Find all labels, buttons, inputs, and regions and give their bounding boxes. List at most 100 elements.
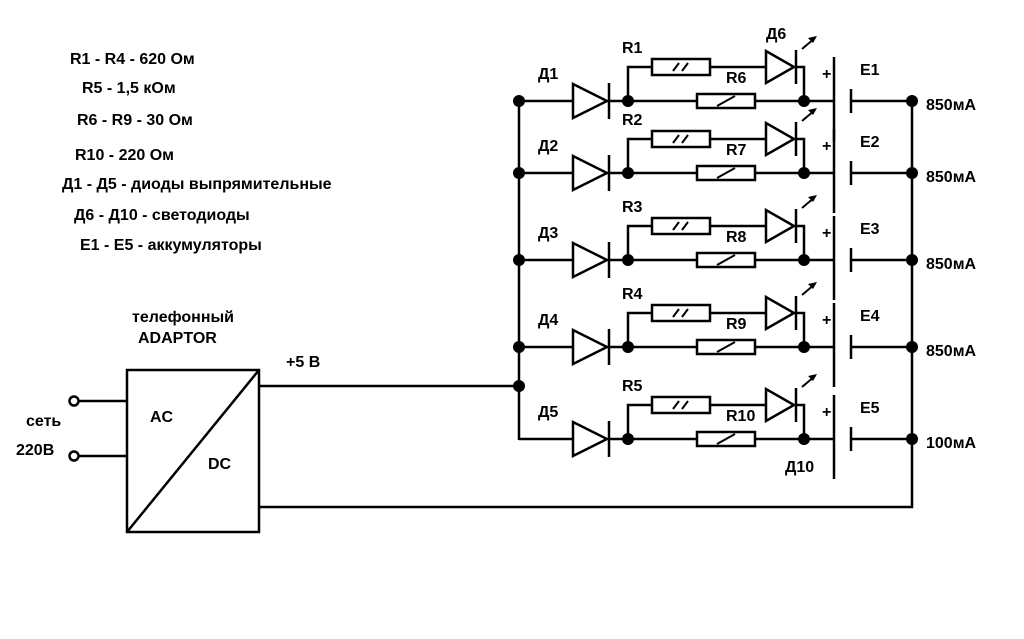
adapter-ac-label: AC	[150, 409, 174, 426]
battery-label: E5	[860, 400, 880, 417]
battery-plus-sign: +	[822, 138, 831, 155]
rectifier-diode	[571, 419, 610, 459]
battery-label: E2	[860, 134, 880, 151]
battery-label: E3	[860, 221, 880, 238]
battery-plus-sign: +	[822, 312, 831, 329]
led-resistor-label: R4	[622, 286, 643, 303]
resistor-mark	[672, 134, 680, 144]
rectifier-diode-label: Д4	[538, 312, 558, 329]
charging-current-label: 850мА	[926, 256, 977, 273]
indicator-led-label: Д6	[766, 26, 786, 43]
resistor-mark	[681, 134, 689, 144]
charging-branch: Д3 R8 R3 + E3 850мА	[513, 195, 977, 300]
led-resistor	[650, 395, 712, 415]
rectifier-diode	[571, 153, 610, 193]
led-light-arrowhead	[808, 108, 817, 115]
battery-plus-sign: +	[822, 225, 831, 242]
rectifier-diode-label: Д3	[538, 225, 558, 242]
legend-line: Д1 - Д5 - диоды выпрямительные	[62, 176, 332, 193]
resistor-mark	[716, 341, 736, 353]
resistor-mark	[681, 221, 689, 231]
resistor-mark	[672, 62, 680, 72]
legend-line: R1 - R4 - 620 Ом	[70, 51, 195, 68]
charging-current-label: 100мА	[926, 435, 977, 452]
adapter-dc-label: DC	[208, 456, 232, 473]
legend-line: R10 - 220 Ом	[75, 147, 174, 164]
resistor-mark	[672, 400, 680, 410]
resistor-mark	[716, 254, 736, 266]
junction-dot	[906, 254, 918, 266]
charging-current-label: 850мА	[926, 97, 977, 114]
series-resistor-label: R9	[726, 316, 747, 333]
charging-branch: Д4 R9 R4 + E4 850мА	[513, 282, 977, 387]
junction-dot	[906, 167, 918, 179]
indicator-led	[764, 386, 797, 424]
legend-line: R6 - R9 - 30 Ом	[77, 112, 193, 129]
led-resistor-label: R3	[622, 199, 643, 216]
wire	[796, 65, 806, 101]
led-light-arrowhead	[808, 374, 817, 381]
series-resistor-label: R8	[726, 229, 747, 246]
resistor-mark	[716, 95, 736, 107]
resistor-mark	[681, 308, 689, 318]
legend-line: Д6 - Д10 - светодиоды	[74, 207, 250, 224]
battery-label: E4	[860, 308, 880, 325]
ac-dc-adapter: телефонный ADAPTOR AC DC сеть 220В +5 В	[16, 309, 320, 534]
indicator-led-label: Д10	[785, 459, 814, 476]
charging-current-label: 850мА	[926, 169, 977, 186]
adapter-title-line2: ADAPTOR	[138, 330, 217, 347]
battery-plus-sign: +	[822, 66, 831, 83]
resistor-mark	[672, 308, 680, 318]
indicator-led	[764, 294, 797, 332]
junction-dot	[906, 433, 918, 445]
supply-wiring	[259, 99, 914, 509]
junction-dot	[513, 380, 525, 392]
mains-terminal	[68, 450, 80, 462]
wire	[626, 137, 652, 173]
wire	[626, 224, 652, 260]
battery-plus-sign: +	[822, 404, 831, 421]
series-resistor-label: R7	[726, 142, 747, 159]
led-light-arrowhead	[808, 195, 817, 202]
legend-line: R5 - 1,5 кОм	[82, 80, 176, 97]
mains-terminal	[68, 395, 80, 407]
led-resistor-label: R5	[622, 378, 643, 395]
mains-label-line1: сеть	[26, 413, 61, 430]
wire	[796, 137, 806, 173]
rectifier-diode	[571, 240, 610, 280]
resistor-mark	[681, 400, 689, 410]
junction-dot	[906, 341, 918, 353]
resistor-mark	[672, 221, 680, 231]
negative-return-wire	[259, 99, 914, 509]
series-resistor-label: R6	[726, 70, 747, 87]
adapter-box	[125, 368, 261, 534]
wire	[796, 403, 806, 439]
led-resistor	[650, 216, 712, 236]
charging-current-label: 850мА	[926, 343, 977, 360]
wire	[626, 65, 652, 101]
output-voltage-label: +5 В	[286, 354, 320, 371]
legend-line: E1 - E5 - аккумуляторы	[80, 237, 262, 254]
series-resistor-label: R10	[726, 408, 755, 425]
adapter-title-line1: телефонный	[132, 309, 234, 326]
rectifier-diode	[571, 327, 610, 367]
indicator-led	[764, 120, 797, 158]
rectifier-diode	[571, 81, 610, 121]
led-resistor-label: R1	[622, 40, 643, 57]
led-resistor	[650, 303, 712, 323]
led-resistor-label: R2	[622, 112, 643, 129]
wire	[796, 224, 806, 260]
junction-dot	[906, 95, 918, 107]
led-resistor	[650, 57, 712, 77]
rectifier-diode-label: Д1	[538, 66, 558, 83]
led-resistor	[650, 129, 712, 149]
led-light-arrowhead	[808, 282, 817, 289]
mains-label-line2: 220В	[16, 442, 54, 459]
resistor-mark	[681, 62, 689, 72]
wire	[626, 403, 652, 439]
